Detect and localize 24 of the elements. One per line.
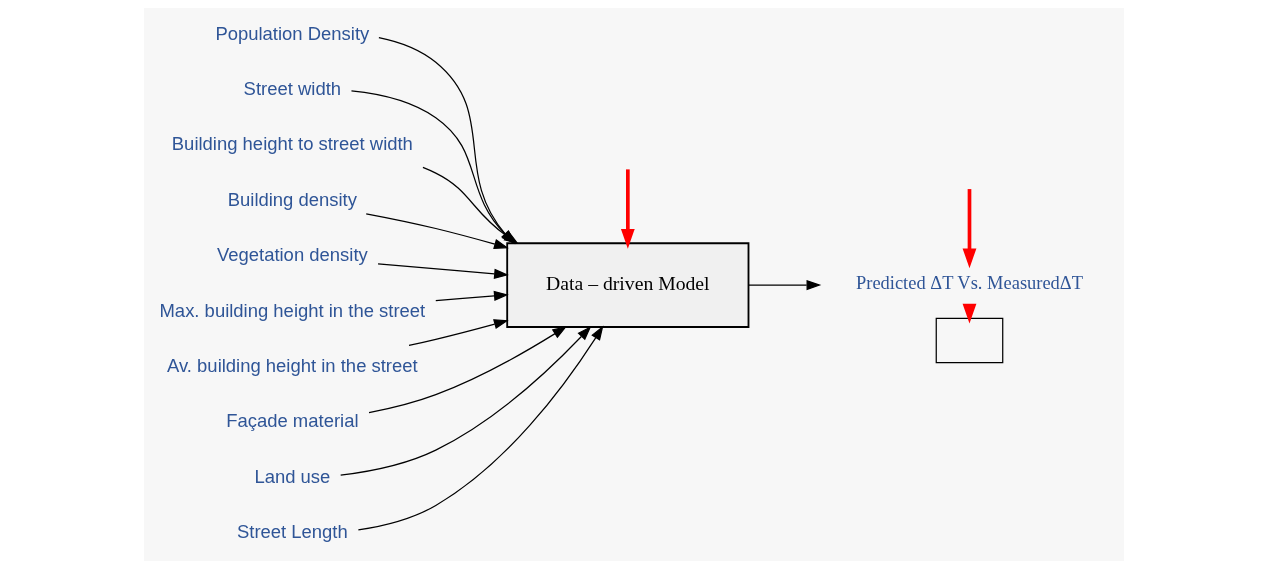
node-text: Max. building height in the street — [159, 299, 426, 321]
arrow — [962, 303, 977, 324]
node-text: Predicted ΔT Vs. MeasuredΔT — [855, 273, 1083, 294]
node-box — [935, 317, 1004, 364]
node-text: Building density — [227, 188, 357, 210]
node-text: Street width — [243, 77, 342, 99]
arrow — [435, 290, 509, 302]
node-box: Data – driven Model — [506, 242, 750, 328]
node-text: Av. building height in the street — [167, 354, 418, 376]
arrow — [357, 325, 604, 531]
node-text: Building height to street width — [171, 133, 413, 155]
arrow — [620, 169, 635, 249]
arrow — [368, 326, 568, 414]
node-text: Population Density — [215, 22, 370, 44]
arrow — [962, 189, 977, 269]
node-text: Land use — [254, 465, 331, 487]
arrow — [377, 263, 509, 279]
arrow — [340, 325, 592, 476]
arrow — [365, 213, 509, 250]
node-text: Street Length — [236, 521, 348, 543]
node-text: Vegetation density — [216, 244, 368, 266]
node-text: Façade material — [226, 410, 359, 432]
arrow — [408, 319, 509, 347]
arrow — [748, 279, 822, 291]
